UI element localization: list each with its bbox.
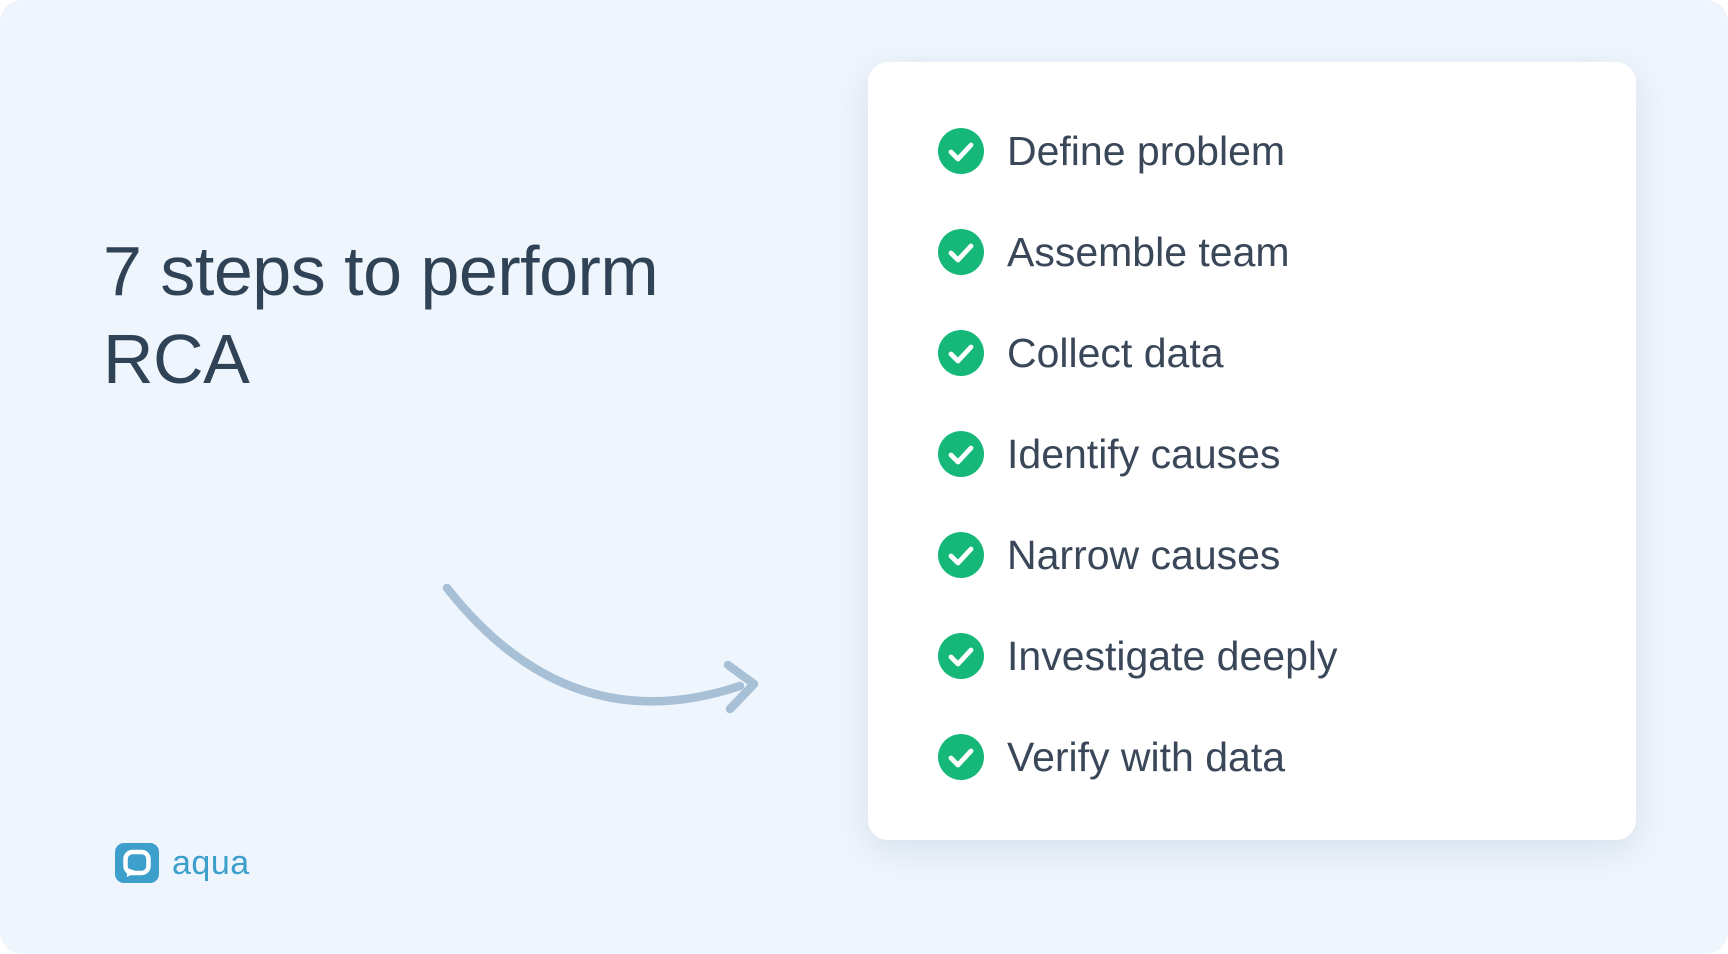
curved-arrow-icon [442,583,759,714]
checklist-item-label: Assemble team [1007,228,1290,275]
checklist-item-label: Verify with data [1007,733,1286,780]
check-circle-icon [938,330,984,376]
check-circle-icon [938,431,984,477]
checklist-item-label: Define problem [1007,127,1286,174]
checklist-item-define-problem: Define problem [938,128,1338,174]
check-circle-icon [938,229,984,275]
checklist-item-collect-data: Collect data [938,330,1338,376]
check-circle-icon [938,633,984,679]
checklist-item-investigate-deeply: Investigate deeply [938,633,1338,679]
brand-wordmark: aqua [172,844,250,882]
checklist-item-label: Collect data [1007,329,1224,376]
checklist-item-label: Investigate deeply [1007,632,1338,679]
checklist-item-verify-with-data: Verify with data [938,734,1338,780]
checklist-item-label: Narrow causes [1007,531,1281,578]
checklist-item-narrow-causes: Narrow causes [938,532,1338,578]
checklist-item-identify-causes: Identify causes [938,431,1338,477]
brand-logo: aqua [115,843,250,883]
aqua-logo-icon [115,843,159,883]
checklist-item-assemble-team: Assemble team [938,229,1338,275]
check-circle-icon [938,128,984,174]
check-circle-icon [938,532,984,578]
page-title: 7 steps to perform RCA [103,232,659,398]
checklist-item-label: Identify causes [1007,430,1281,477]
checklist: Define problem Assemble team Collect dat… [938,128,1338,780]
checklist-card: Define problem Assemble team Collect dat… [868,62,1636,840]
check-circle-icon [938,734,984,780]
